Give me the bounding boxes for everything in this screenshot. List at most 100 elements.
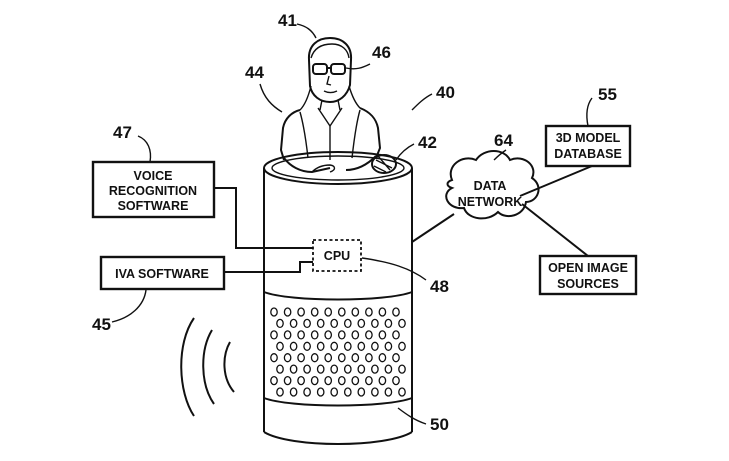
speaker-hole [343,387,352,397]
speaker-hole [357,387,366,397]
ref-45: 45 [92,315,111,334]
speaker-hole [324,353,333,363]
speaker-hole [316,341,325,351]
speaker-hole [270,307,278,317]
speaker-hole [384,341,393,351]
ref-40: 40 [436,83,455,102]
speaker-hole [343,364,352,374]
speaker-hole [283,353,292,363]
speaker-hole [316,318,325,329]
speaker-hole [378,353,387,363]
speaker-hole [384,387,393,397]
speaker-hole [365,353,373,363]
ref-50: 50 [430,415,449,434]
speaker-hole [371,364,379,374]
speaker-hole [343,341,352,351]
speaker-hole [297,330,305,340]
speaker-hole [378,330,387,340]
open-image-sources-line-1: OPEN IMAGE [548,261,628,275]
speaker-hole [324,307,333,317]
speaker-hole [310,330,319,340]
ref-47: 47 [113,123,132,142]
ref-46: 46 [372,43,391,62]
speaker-hole [357,364,366,374]
data-network-line-1: DATA [474,179,507,193]
ref-48: 48 [430,277,449,296]
speaker-hole [337,330,346,340]
speaker-hole [330,318,339,329]
speaker-hole [283,375,292,386]
speaker-hole [297,307,305,317]
speaker-hole [283,307,292,317]
speaker-hole [384,364,393,374]
speaker-hole [398,387,406,397]
speaker-hole [297,353,305,363]
speaker-hole [303,364,311,374]
speaker-hole [357,318,366,329]
speaker-hole [324,330,333,340]
voice-recognition-line-3: SOFTWARE [118,199,189,213]
speaker-hole [343,318,352,329]
speaker-hole [392,375,400,386]
ref-64: 64 [494,131,513,150]
speaker-hole [297,375,305,386]
data-network-cloud: DATA NETWORK [445,150,540,220]
ref-41: 41 [278,11,297,30]
speaker-hole [316,387,325,397]
speaker-hole [365,330,373,340]
ref-44: 44 [245,63,264,82]
open-image-sources-line-2: SOURCES [557,277,619,291]
reference-numerals: 41 46 44 40 42 47 64 55 48 45 50 [92,11,617,434]
data-network-line-2: NETWORK [458,195,523,209]
speaker-hole [398,341,406,351]
speaker-hole [303,387,311,397]
speaker-hole [330,387,339,397]
ref-55: 55 [598,85,617,104]
speaker-hole [378,307,387,317]
speaker-hole [398,364,406,374]
model-database-line-1: 3D MODEL [556,131,621,145]
open-image-sources-box: OPEN IMAGE SOURCES [538,254,638,296]
speaker-hole [357,341,366,351]
speaker-hole [371,387,379,397]
speaker-hole [330,364,339,374]
voice-recognition-line-1: VOICE [134,169,173,183]
speaker-hole [351,375,360,386]
cpu-label: CPU [324,249,350,263]
speaker-hole [324,375,333,386]
speaker-hole [337,307,346,317]
device-cylinder [263,151,413,445]
speaker-hole [276,364,284,374]
model-database-line-2: DATABASE [554,147,622,161]
speaker-hole [337,353,346,363]
ref-42: 42 [418,133,437,152]
speaker-hole [392,307,400,317]
speaker-hole [310,375,319,386]
sound-waves-icon [180,317,235,417]
speaker-hole [392,330,400,340]
speaker-grille [270,307,406,397]
speaker-hole [351,330,360,340]
speaker-hole [289,318,298,329]
voice-recognition-box: VOICE RECOGNITION SOFTWARE [91,160,216,219]
speaker-hole [371,318,379,329]
speaker-hole [365,375,373,386]
cpu-box: CPU [312,239,362,272]
speaker-hole [337,375,346,386]
speaker-hole [371,341,379,351]
speaker-hole [270,353,278,363]
speaker-hole [392,353,400,363]
model-database-box: 3D MODEL DATABASE [544,124,632,168]
speaker-hole [378,375,387,386]
speaker-hole [283,330,292,340]
speaker-hole [303,341,311,351]
iva-software-label: IVA SOFTWARE [115,267,209,281]
speaker-hole [316,364,325,374]
speaker-hole [276,341,284,351]
speaker-hole [384,318,393,329]
speaker-hole [276,318,284,329]
speaker-hole [351,353,360,363]
speaker-hole [365,307,373,317]
voice-recognition-line-2: RECOGNITION [109,184,197,198]
